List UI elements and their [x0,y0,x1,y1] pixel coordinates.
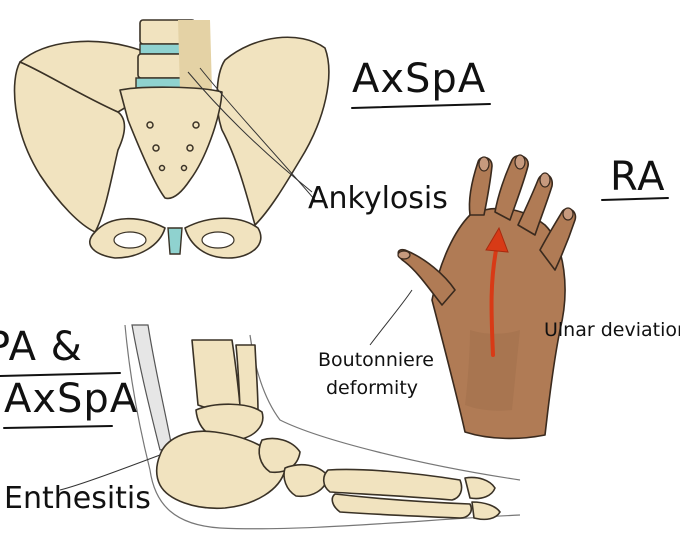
pelvis-illustration [13,19,330,259]
ra-title: RA [610,154,666,200]
boutonniere-label-line2: deformity [326,377,418,399]
boutonniere-label-line1: Boutonniere [318,349,434,371]
ra-underline [601,197,669,201]
foot-illustration [124,324,521,530]
axspa-underline [351,103,491,109]
ankylosis-label: Ankylosis [308,181,448,216]
hand-illustration [397,154,577,440]
leader-lines [59,67,413,491]
psa-title-line2: AxSpA [4,376,138,422]
ulnar-deviation-label: Ulnar deviation [544,319,680,341]
ulnar-deviation-arrow [485,226,509,357]
psa-underline-1 [0,372,121,377]
psa-title-line1: PA & [0,324,83,370]
enthesitis-label: Enthesitis [4,481,151,516]
labels: AxSpA RA Ankylosis Ulnar deviation Bouto… [0,56,680,516]
axspa-title: AxSpA [352,56,486,102]
psa-underline-2 [3,425,113,429]
